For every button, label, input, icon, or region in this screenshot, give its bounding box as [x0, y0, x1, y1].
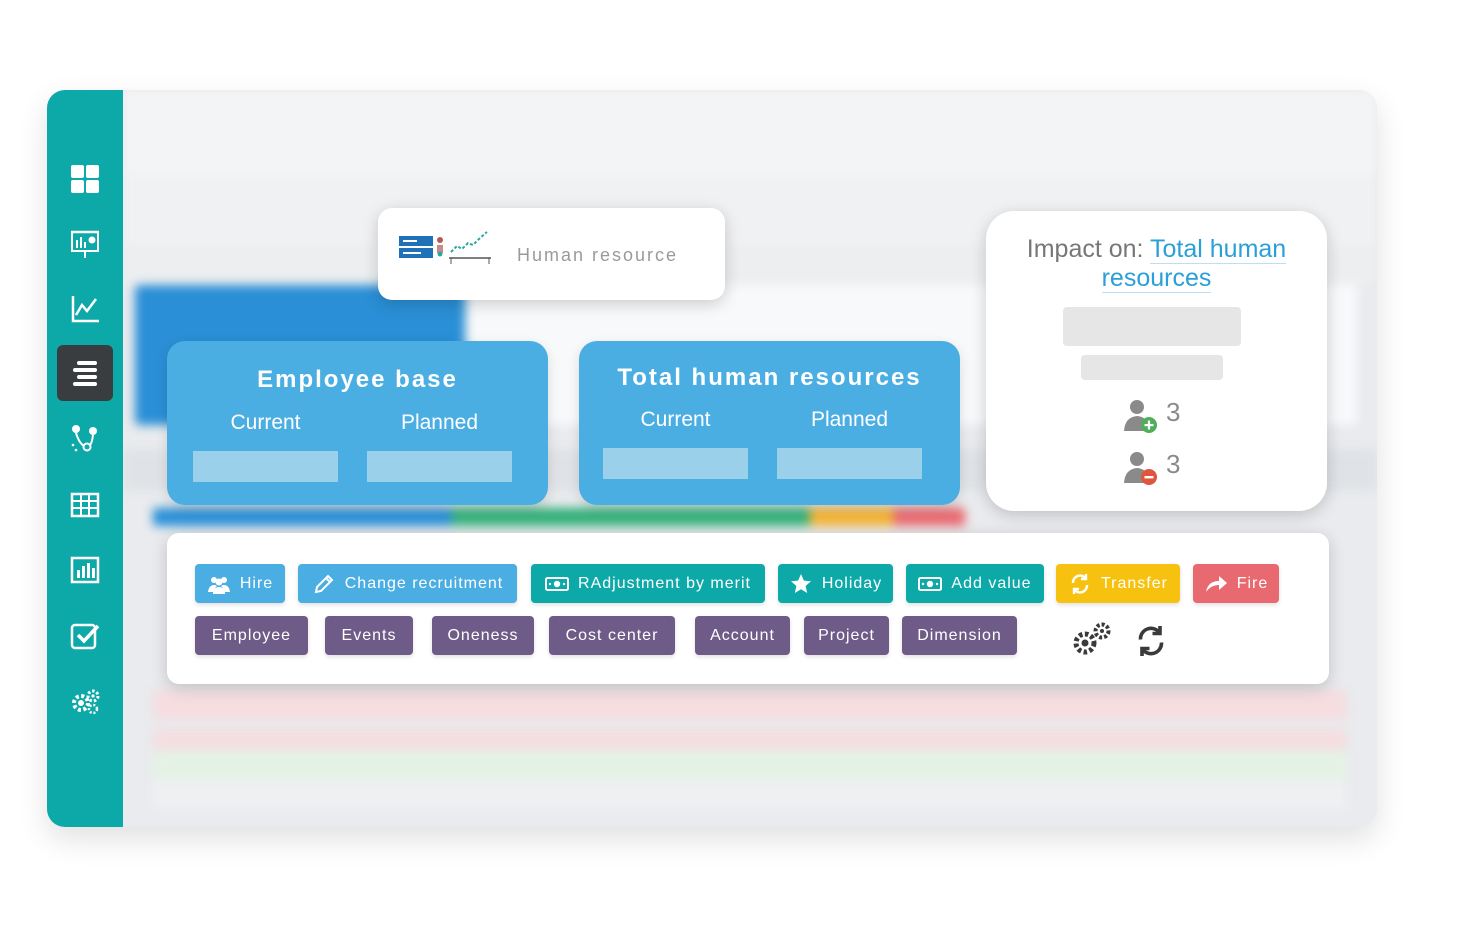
user-remove-icon: [1124, 452, 1157, 485]
add-value-label: Add value: [951, 574, 1032, 592]
impact-target-link[interactable]: Total human: [1150, 235, 1287, 264]
change-recruitment-label: Change recruitment: [344, 574, 504, 592]
adjustment-by-merit-button[interactable]: RAdjustment by merit: [531, 564, 765, 603]
money-icon: [918, 576, 943, 591]
sidebar-item-line-chart[interactable]: [57, 281, 113, 337]
fire-label: Fire: [1236, 574, 1269, 592]
dimension-button[interactable]: Dimension: [902, 616, 1017, 655]
holiday-button[interactable]: Holiday: [778, 564, 893, 603]
removed-count: 3: [1166, 449, 1181, 479]
impact-prefix: Impact on:: [1026, 235, 1144, 263]
events-button[interactable]: Events: [325, 616, 413, 655]
sidebar-item-settings[interactable]: [57, 674, 113, 730]
background-row: [153, 780, 1347, 810]
dashboard-icon: [71, 165, 99, 193]
total-hr-current-label: Current: [640, 408, 711, 431]
user-add-icon: [1124, 400, 1157, 433]
settings-icon: [72, 689, 100, 715]
hire-label: Hire: [239, 574, 274, 592]
align-list-icon: [73, 361, 97, 386]
bar-chart-icon: [70, 556, 100, 584]
pencil-icon: [314, 574, 334, 593]
sidebar-item-presentation[interactable]: [57, 216, 113, 272]
sidebar-item-workflow[interactable]: [57, 411, 113, 467]
presentation-icon: [71, 230, 99, 258]
add-value-button[interactable]: Add value: [906, 564, 1044, 603]
share-arrow-icon: [1205, 575, 1227, 592]
background-row-red: [153, 690, 1347, 720]
change-recruitment-button[interactable]: Change recruitment: [298, 564, 517, 603]
module-card[interactable]: Human resource: [378, 208, 725, 300]
gears-icon[interactable]: [1072, 622, 1112, 658]
human-resource-logo-icon: [399, 231, 491, 264]
total-hr-card[interactable]: Total human resources Current Planned: [579, 341, 960, 505]
oneness-button[interactable]: Oneness: [432, 616, 534, 655]
employee-base-current-label: Current: [230, 411, 301, 434]
background-topbar: [123, 90, 1377, 175]
added-count: 3: [1166, 397, 1181, 427]
background-legend-bar: [153, 508, 1347, 526]
sidebar-item-dashboard[interactable]: [57, 151, 113, 207]
sidebar-item-bar-chart[interactable]: [57, 542, 113, 598]
fire-button[interactable]: Fire: [1193, 564, 1279, 603]
workflow-icon: [71, 425, 97, 452]
actions-panel: Hire Change recruitment RAdjustment by m…: [167, 533, 1329, 684]
project-button[interactable]: Project: [804, 616, 889, 655]
employee-base-planned-field[interactable]: [367, 451, 512, 482]
star-icon: [790, 573, 811, 593]
transfer-label: Transfer: [1101, 574, 1168, 592]
employee-base-title: Employee base: [257, 366, 458, 393]
cost-center-button[interactable]: Cost center: [549, 616, 675, 655]
employee-base-planned-label: Planned: [400, 411, 479, 434]
refresh-icon[interactable]: [1132, 623, 1170, 659]
holiday-label: Holiday: [821, 574, 883, 592]
checklist-icon: [70, 623, 100, 650]
users-icon: [207, 576, 230, 594]
money-icon: [545, 576, 570, 591]
sidebar-item-align-list[interactable]: [57, 345, 113, 401]
impact-card: Impact on: Total human resources 3 3: [986, 211, 1327, 511]
impact-target-text: resources: [1101, 264, 1212, 293]
total-hr-planned-field[interactable]: [777, 448, 922, 479]
table-icon: [70, 492, 100, 518]
total-hr-title: Total human resources: [617, 364, 922, 391]
impact-target-link-line2[interactable]: resources: [986, 264, 1327, 293]
adjustment-by-merit-label: RAdjustment by merit: [578, 574, 751, 592]
sidebar: [47, 90, 123, 827]
sidebar-item-checklist[interactable]: [57, 608, 113, 664]
transfer-button[interactable]: Transfer: [1056, 564, 1180, 603]
sidebar-item-table[interactable]: [57, 477, 113, 533]
module-label: Human resource: [517, 245, 679, 265]
line-chart-icon: [71, 296, 99, 323]
employee-base-card[interactable]: Employee base Current Planned: [167, 341, 548, 505]
hire-button[interactable]: Hire: [195, 564, 285, 603]
employee-base-current-field[interactable]: [193, 451, 338, 482]
background-row-green: [153, 750, 1347, 780]
impact-subvalue-placeholder: [1081, 355, 1223, 380]
impact-value-placeholder: [1063, 307, 1241, 346]
sync-icon: [1071, 573, 1089, 594]
account-button[interactable]: Account: [695, 616, 790, 655]
total-hr-planned-label: Planned: [810, 408, 889, 431]
impact-title: Impact on: Total human: [986, 235, 1327, 264]
total-hr-current-field[interactable]: [603, 448, 748, 479]
employee-button[interactable]: Employee: [195, 616, 308, 655]
